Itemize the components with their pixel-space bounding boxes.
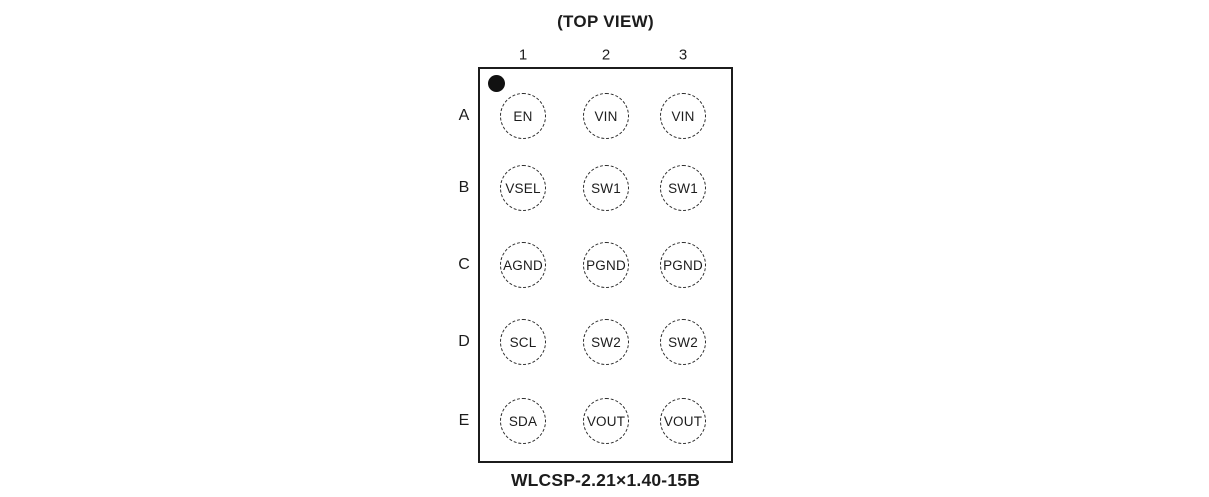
- pin-C3: PGND: [660, 242, 706, 288]
- column-header-1: 1: [518, 46, 528, 64]
- pin-D1: SCL: [500, 319, 546, 365]
- row-header-C: C: [458, 256, 470, 273]
- pin-E3: VOUT: [660, 398, 706, 444]
- column-header-2: 2: [601, 46, 611, 64]
- pin-E2: VOUT: [583, 398, 629, 444]
- package-name-label: WLCSP-2.21×1.40-15B: [510, 470, 701, 490]
- row-header-D: D: [458, 333, 470, 350]
- pin-B1: VSEL: [500, 165, 546, 211]
- pin-D3: SW2: [660, 319, 706, 365]
- pin-D2: SW2: [583, 319, 629, 365]
- pin-A2: VIN: [583, 93, 629, 139]
- pin-C2: PGND: [583, 242, 629, 288]
- pin-B2: SW1: [583, 165, 629, 211]
- column-header-3: 3: [678, 46, 688, 64]
- pin1-marker-dot: [488, 75, 505, 92]
- pin-A3: VIN: [660, 93, 706, 139]
- row-header-E: E: [458, 412, 470, 429]
- row-header-B: B: [458, 179, 470, 196]
- pin-B3: SW1: [660, 165, 706, 211]
- top-view-title: (TOP VIEW): [557, 12, 654, 31]
- pin-A1: EN: [500, 93, 546, 139]
- row-header-A: A: [458, 107, 470, 124]
- pin-C1: AGND: [500, 242, 546, 288]
- pin-E1: SDA: [500, 398, 546, 444]
